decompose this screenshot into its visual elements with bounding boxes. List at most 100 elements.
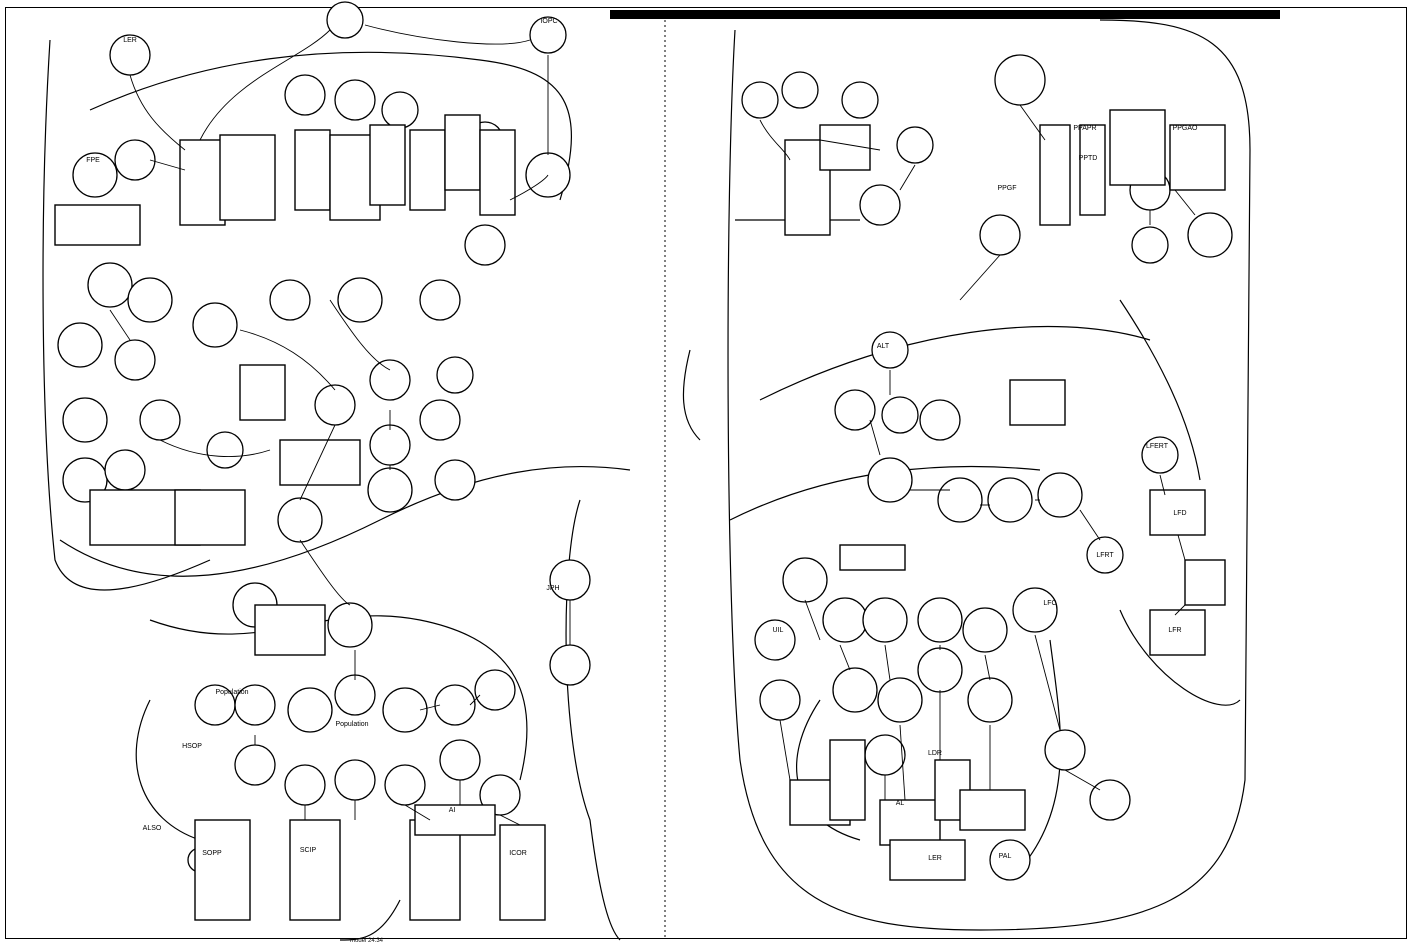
level-box	[839, 544, 906, 571]
variable-node	[434, 684, 476, 726]
variable-node	[1037, 472, 1083, 518]
causal-link	[404, 804, 431, 821]
variable-node	[419, 279, 461, 321]
level-box	[239, 364, 286, 421]
node-label: Population	[335, 721, 368, 728]
node-label: SCIP	[300, 847, 317, 854]
variable-node	[284, 764, 326, 806]
level-box	[289, 819, 341, 921]
diagram-nodes	[57, 1, 1233, 881]
node-label: ICOR	[509, 850, 527, 857]
causal-link	[779, 719, 791, 781]
variable-node	[334, 79, 376, 121]
variable-node	[104, 449, 146, 491]
causal-link	[984, 654, 991, 681]
node-label: Population	[215, 689, 248, 696]
node-label: SOPP	[202, 850, 222, 857]
causal-link	[1079, 509, 1101, 541]
variable-node	[114, 339, 156, 381]
variable-node	[962, 607, 1008, 653]
variable-node	[781, 71, 819, 109]
causal-link	[109, 309, 131, 341]
causal-link	[329, 299, 391, 371]
variable-node	[434, 459, 476, 501]
level-box	[1009, 379, 1066, 426]
variable-node	[841, 81, 879, 119]
variable-node	[206, 431, 244, 469]
level-box	[499, 824, 546, 921]
level-box	[369, 124, 406, 206]
variable-node	[369, 359, 411, 401]
level-box	[294, 129, 331, 211]
causal-link	[419, 704, 441, 711]
variable-node	[987, 477, 1033, 523]
causal-link	[469, 694, 481, 706]
causal-link	[899, 164, 916, 191]
causal-link	[129, 74, 186, 151]
variable-node	[782, 557, 828, 603]
node-label: AI	[449, 807, 456, 814]
variable-node	[62, 397, 108, 443]
variable-node	[759, 679, 801, 721]
node-label: LDR	[928, 750, 942, 757]
node-label: PPGAO	[1173, 125, 1198, 132]
variable-node	[367, 467, 413, 513]
level-box	[414, 804, 496, 836]
variable-node	[864, 734, 906, 776]
variable-node	[474, 669, 516, 711]
node-label: UIL	[773, 627, 784, 634]
variable-node	[1131, 226, 1169, 264]
variable-node	[382, 687, 428, 733]
variable-node	[549, 644, 591, 686]
causal-link	[149, 159, 186, 171]
variable-node	[896, 126, 934, 164]
variable-node	[1187, 212, 1233, 258]
variable-node	[334, 674, 376, 716]
level-box	[1039, 124, 1071, 226]
causal-link	[499, 814, 521, 826]
variable-node	[754, 619, 796, 661]
level-box	[194, 819, 251, 921]
node-label: HSOP	[182, 743, 202, 750]
level-box	[879, 799, 941, 846]
causal-link	[159, 439, 271, 457]
diagram-level-boxes	[54, 109, 1226, 921]
left-page-labels: LERIOPCFPEJPHPopulationPopulationHSOPSCI…	[86, 18, 559, 857]
diagram-links	[109, 24, 1196, 826]
level-box	[889, 839, 966, 881]
variable-node	[859, 184, 901, 226]
variable-node	[862, 597, 908, 643]
causal-link	[959, 254, 1001, 301]
variable-node	[1044, 729, 1086, 771]
node-label: PPGF	[997, 185, 1016, 192]
causal-link	[299, 424, 336, 501]
node-label: PAL	[999, 853, 1012, 860]
variable-node	[326, 1, 364, 39]
causal-link	[1174, 189, 1196, 216]
variable-node	[314, 384, 356, 426]
causal-link	[1159, 474, 1166, 496]
node-label: ALT	[877, 343, 890, 350]
causal-link	[804, 599, 821, 641]
variable-node	[867, 457, 913, 503]
variable-node	[234, 684, 276, 726]
node-label: AL	[896, 800, 905, 807]
node-label: PPTD	[1079, 155, 1098, 162]
level-box	[959, 789, 1026, 831]
variable-node	[277, 497, 323, 543]
variable-node	[369, 424, 411, 466]
variable-node	[822, 597, 868, 643]
variable-node	[832, 667, 878, 713]
variable-node	[877, 677, 923, 723]
level-box	[829, 739, 866, 821]
node-label: ALSO	[143, 825, 162, 832]
causal-link	[509, 174, 549, 201]
variable-node	[192, 302, 238, 348]
variable-node	[87, 262, 133, 308]
variable-node	[334, 759, 376, 801]
variable-node	[139, 399, 181, 441]
causal-link	[759, 119, 791, 161]
variable-node	[57, 322, 103, 368]
level-box	[1169, 124, 1226, 191]
